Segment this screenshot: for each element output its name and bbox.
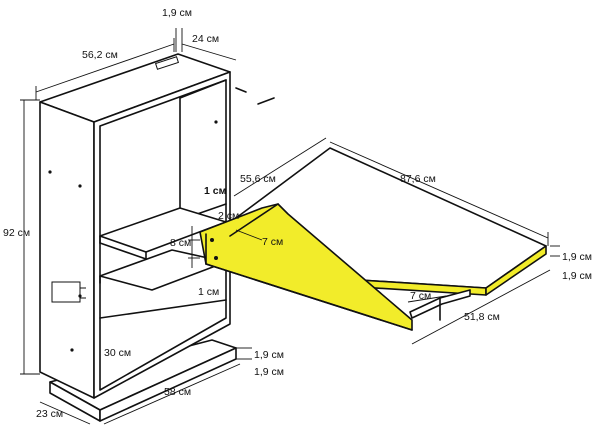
label-plinth-width: 58 см (164, 386, 191, 398)
label-plinth-thickness-b: 1,9 см (254, 366, 284, 378)
fold-down-table (199, 147, 547, 331)
wall-peg-1 (235, 87, 247, 93)
label-cabinet-depth: 24 см (192, 33, 219, 45)
dimension-labels: 1,9 см 56,2 см 24 см 92 см 55,6 см 87,6 … (3, 7, 592, 420)
label-bracket-8cm: 8 см (170, 237, 191, 249)
label-support-length: 51,8 см (464, 311, 500, 323)
label-plinth-thickness-a: 1,9 см (254, 349, 284, 361)
label-bracket-1cm-top: 1 см (204, 185, 227, 197)
top-handle-slot (154, 56, 180, 70)
label-shelf-height: 30 см (104, 347, 131, 359)
label-table-depth: 55,6 см (240, 173, 276, 185)
wall-cabinet (39, 53, 275, 422)
label-table-length: 87,6 см (400, 173, 436, 185)
label-plinth-depth: 23 см (36, 408, 63, 420)
label-support-7cm: 7 см (410, 290, 431, 302)
label-cabinet-height: 92 см (3, 227, 30, 239)
wall-peg-2 (257, 97, 275, 105)
label-cabinet-width: 56,2 см (82, 49, 118, 61)
side-handle (51, 281, 81, 303)
label-bracket-1cm-bottom: 1 см (198, 286, 219, 298)
label-bracket-2cm: 2 см (218, 210, 239, 222)
cabinet-left-side (39, 101, 95, 399)
label-bracket-7cm: 7 см (262, 236, 283, 248)
dimension-lines (20, 28, 560, 425)
label-tabletop-thickness-b: 1,9 см (562, 270, 592, 282)
label-tabletop-thickness-a: 1,9 см (562, 251, 592, 263)
tabletop-side-edge (485, 245, 547, 296)
label-board-thickness-top: 1,9 см (162, 7, 192, 19)
